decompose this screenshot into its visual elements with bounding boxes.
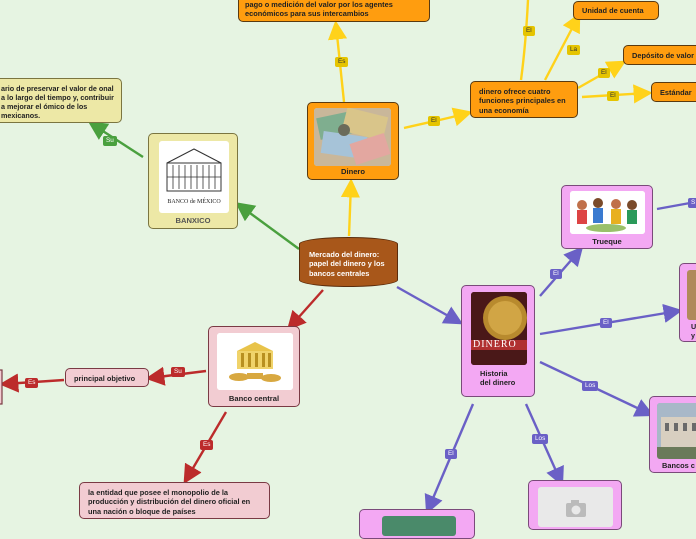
link-label-el-right: El [600, 318, 612, 328]
bancos-label: Bancos c [662, 461, 695, 470]
link-funciones-unidad [543, 12, 581, 81]
book-cover-image: DINERO [471, 292, 527, 365]
top-text: pago o medición del valor por los agente… [245, 0, 393, 19]
funciones-text: dinero ofrece cuatro funciones principal… [479, 87, 566, 115]
bottom-left-image [382, 516, 456, 536]
partial-right-image [687, 270, 696, 320]
central-topic[interactable]: Mercado del dinero: papel del dinero y l… [299, 237, 398, 287]
partial-right-text: U y [691, 322, 696, 340]
trueque-label: Trueque [592, 237, 622, 246]
link-label-el-funciones: El [428, 116, 440, 126]
node-bancos[interactable]: Bancos c [649, 396, 696, 473]
link-label-el-bottom: El [445, 449, 457, 459]
node-bottom-left[interactable] [359, 509, 475, 539]
camera-icon [566, 500, 586, 517]
banxico-logo-text: BANCO de MÉXICO [167, 199, 221, 205]
estandar-text: Estándar [660, 88, 692, 97]
link-label-es-left: Es [25, 378, 39, 388]
node-estandar[interactable]: Estándar [651, 82, 696, 102]
link-label-el-deposito: El [598, 68, 610, 78]
building-photo-icon [657, 403, 696, 459]
image-placeholder [538, 487, 613, 527]
link-label-el-estandar: El [607, 91, 619, 101]
deposito-text: Depósito de valor [632, 51, 695, 60]
link-label-s-trueque: S [688, 198, 696, 208]
node-entidad[interactable]: la entidad que posee el monopolio de la … [79, 482, 270, 519]
node-unidad[interactable]: Unidad de cuenta [573, 1, 659, 20]
entidad-text: la entidad que posee el monopolio de la … [88, 488, 251, 516]
banknotes-icon [314, 108, 391, 166]
unidad-text: Unidad de cuenta [582, 6, 644, 15]
link-label-su-banxico: Su [103, 136, 117, 146]
dinero-label: Dinero [340, 167, 366, 176]
trueque-image [570, 191, 645, 234]
link-central-dinero [340, 178, 361, 237]
link-label-los-bottom: Los [532, 434, 549, 444]
bank-building-icon [166, 148, 222, 192]
link-central-banxico [235, 202, 300, 250]
money-image [314, 108, 391, 166]
node-bottom-placeholder[interactable] [528, 480, 622, 530]
node-dinero[interactable]: Dinero [307, 102, 399, 180]
banxico-label: BANXICO [175, 216, 211, 225]
partial-left-node [0, 369, 3, 405]
link-label-su-central: Su [171, 367, 185, 377]
banco-central-image [217, 333, 293, 390]
link-banxico-text [87, 121, 144, 159]
central-topic-text: Mercado del dinero: papel del dinero y l… [309, 250, 385, 278]
link-label-es-central: Es [200, 440, 214, 450]
bancos-image [657, 403, 696, 459]
banxico-image: BANCO de MÉXICO [159, 141, 229, 213]
link-trueque-s [656, 201, 691, 211]
node-deposito[interactable]: Depósito de valor [623, 45, 696, 65]
node-funciones[interactable]: dinero ofrece cuatro funciones principal… [470, 81, 578, 118]
book-cover-title: DINERO [473, 339, 517, 350]
node-banco-central[interactable]: Banco central [208, 326, 300, 407]
link-central-banco [286, 289, 324, 331]
node-principal[interactable]: principal objetivo [65, 368, 149, 387]
people-trading-icon [570, 191, 645, 234]
link-label-la-unidad: La [567, 45, 581, 55]
bank-gold-icon [217, 333, 293, 390]
banco-central-label: Banco central [228, 394, 280, 403]
node-historia[interactable]: DINERO Historia del dinero [461, 285, 535, 397]
link-label-el-top: El [523, 26, 535, 36]
historia-label: Historia del dinero [480, 369, 516, 388]
link-label-el-trueque: El [550, 269, 562, 279]
node-banxico-text[interactable]: ario de preservar el valor de onal a lo … [0, 78, 122, 123]
node-trueque[interactable]: Trueque [561, 185, 653, 249]
link-central-historia [396, 285, 464, 325]
link-label-los-bancos: Los [582, 381, 599, 391]
banxico-text: ario de preservar el valor de onal a lo … [1, 84, 114, 120]
node-top-text[interactable]: pago o medición del valor por los agente… [238, 0, 430, 22]
link-funciones-top [519, 0, 530, 81]
coin-icon [471, 292, 527, 365]
link-label-es-top: Es [335, 57, 349, 67]
principal-text: principal objetivo [74, 374, 136, 383]
node-banxico[interactable]: BANCO de MÉXICO BANXICO [148, 133, 238, 229]
node-partial-right[interactable]: U y [679, 263, 696, 342]
